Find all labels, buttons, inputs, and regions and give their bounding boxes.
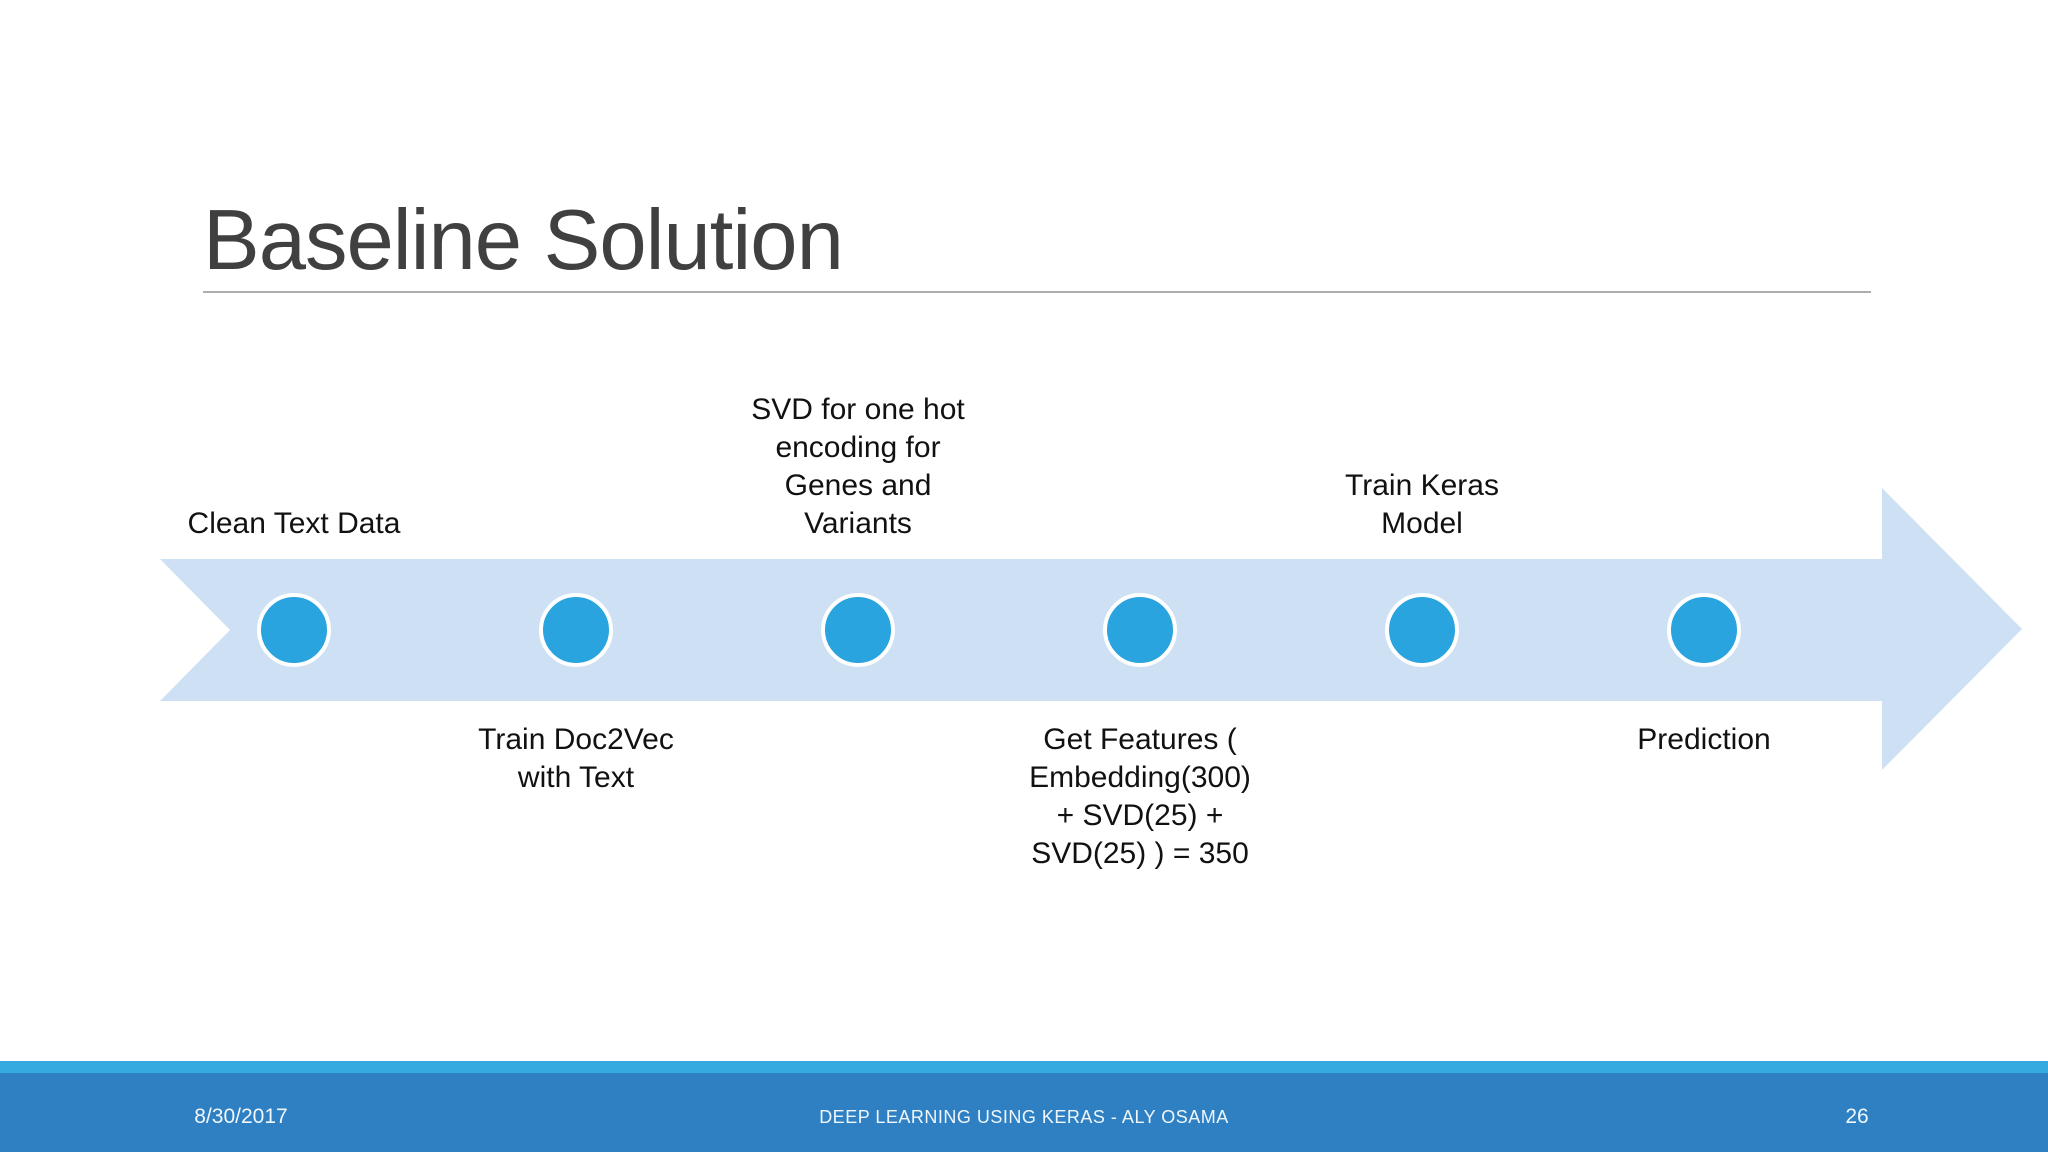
footer-page-number: 26 xyxy=(1845,1105,1869,1128)
step-label-prediction: Prediction xyxy=(1637,723,1771,756)
footer-title: DEEP LEARNING USING KERAS - ALY OSAMA xyxy=(819,1107,1229,1127)
step-marker xyxy=(821,593,895,667)
step-marker xyxy=(1385,593,1459,667)
step-label-train-doc2vec: Train Doc2Vec with Text xyxy=(478,723,674,794)
footer-bar xyxy=(0,1073,2048,1152)
step-marker xyxy=(539,593,613,667)
title-divider xyxy=(203,291,1871,293)
step-label-train-keras: Train Keras Model xyxy=(1345,469,1499,540)
step-marker xyxy=(1103,593,1177,667)
step-label-svd-one-hot: SVD for one hot encoding for Genes and V… xyxy=(751,393,965,540)
step-label-get-features: Get Features ( Embedding(300) + SVD(25) … xyxy=(1029,723,1251,870)
footer-date: 8/30/2017 xyxy=(194,1105,288,1128)
slide-title: Baseline Solution xyxy=(203,193,844,288)
step-marker xyxy=(1667,593,1741,667)
step-label-clean-text-data: Clean Text Data xyxy=(187,507,401,540)
arrow-band-shape xyxy=(160,488,2022,770)
footer-accent-strip xyxy=(0,1061,2048,1073)
step-marker xyxy=(257,593,331,667)
